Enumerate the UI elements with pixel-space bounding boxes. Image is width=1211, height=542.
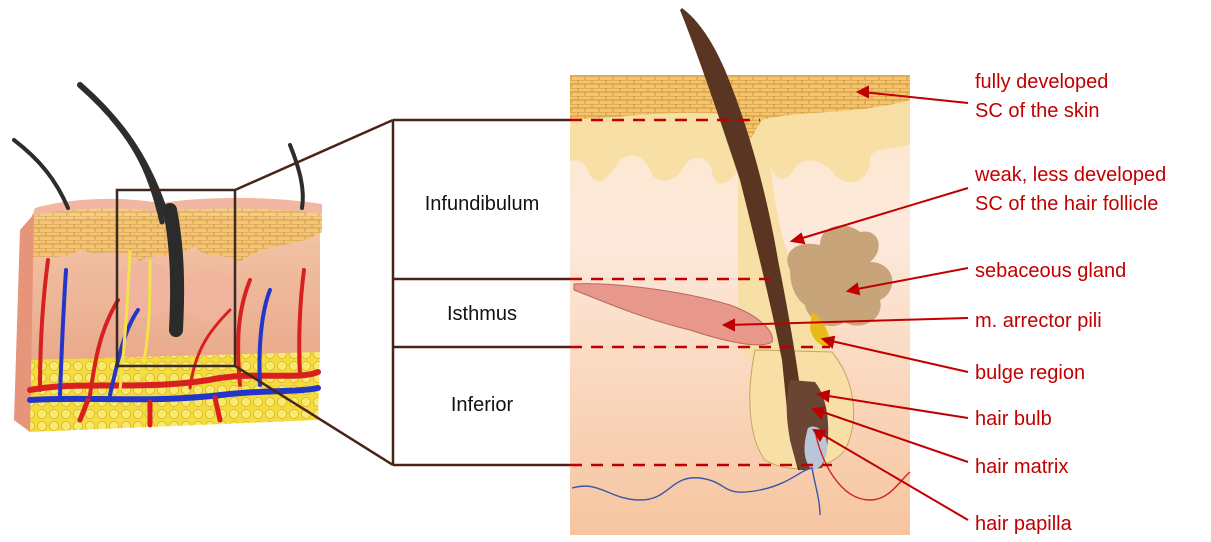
callout-sc-skin-line-2: SC of the skin <box>975 100 1100 122</box>
follicle-hair-shaft <box>170 210 177 330</box>
callout-sc-skin: fully developed SC of the skin <box>975 71 1114 122</box>
callout-arrector-pili: m. arrector pili <box>975 310 1102 332</box>
callout-sebaceous-gland: sebaceous gland <box>975 260 1126 282</box>
region-label-inferior: Inferior <box>451 394 514 416</box>
callout-labels: fully developed SC of the skin weak, les… <box>974 71 1172 535</box>
callout-sc-follicle-line-1: weak, less developed <box>974 164 1166 186</box>
callout-hair-bulb: hair bulb <box>975 408 1052 430</box>
callout-bulge-region: bulge region <box>975 362 1085 384</box>
region-table: Infundibulum Isthmus Inferior <box>393 120 570 465</box>
callout-hair-papilla: hair papilla <box>975 513 1073 535</box>
callout-hair-matrix: hair matrix <box>975 456 1068 478</box>
callout-sc-follicle: weak, less developed SC of the hair foll… <box>974 164 1172 215</box>
region-label-isthmus: Isthmus <box>447 303 517 325</box>
callout-sc-follicle-line-2: SC of the hair follicle <box>975 193 1158 215</box>
skin-block-illustration <box>14 85 322 432</box>
callout-sc-skin-line-1: fully developed <box>975 71 1108 93</box>
region-label-infundibulum: Infundibulum <box>425 193 540 215</box>
